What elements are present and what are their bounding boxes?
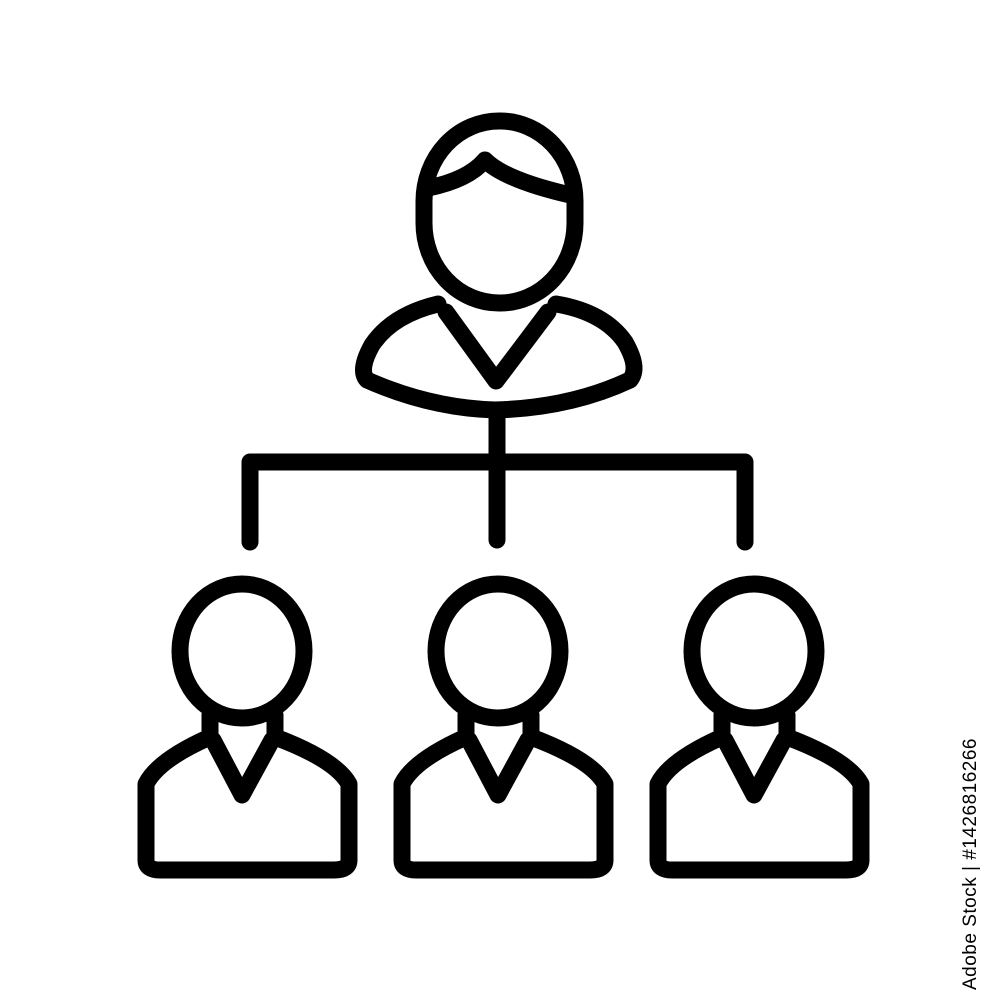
org-connector-lines — [241, 401, 754, 551]
stock-id-text: Adobe Stock | #1426816266 — [960, 738, 981, 990]
employee-person-icon — [649, 575, 870, 879]
employee-person-icon — [393, 575, 614, 879]
manager-person-icon — [355, 112, 643, 419]
employee-person-icon — [137, 575, 358, 879]
